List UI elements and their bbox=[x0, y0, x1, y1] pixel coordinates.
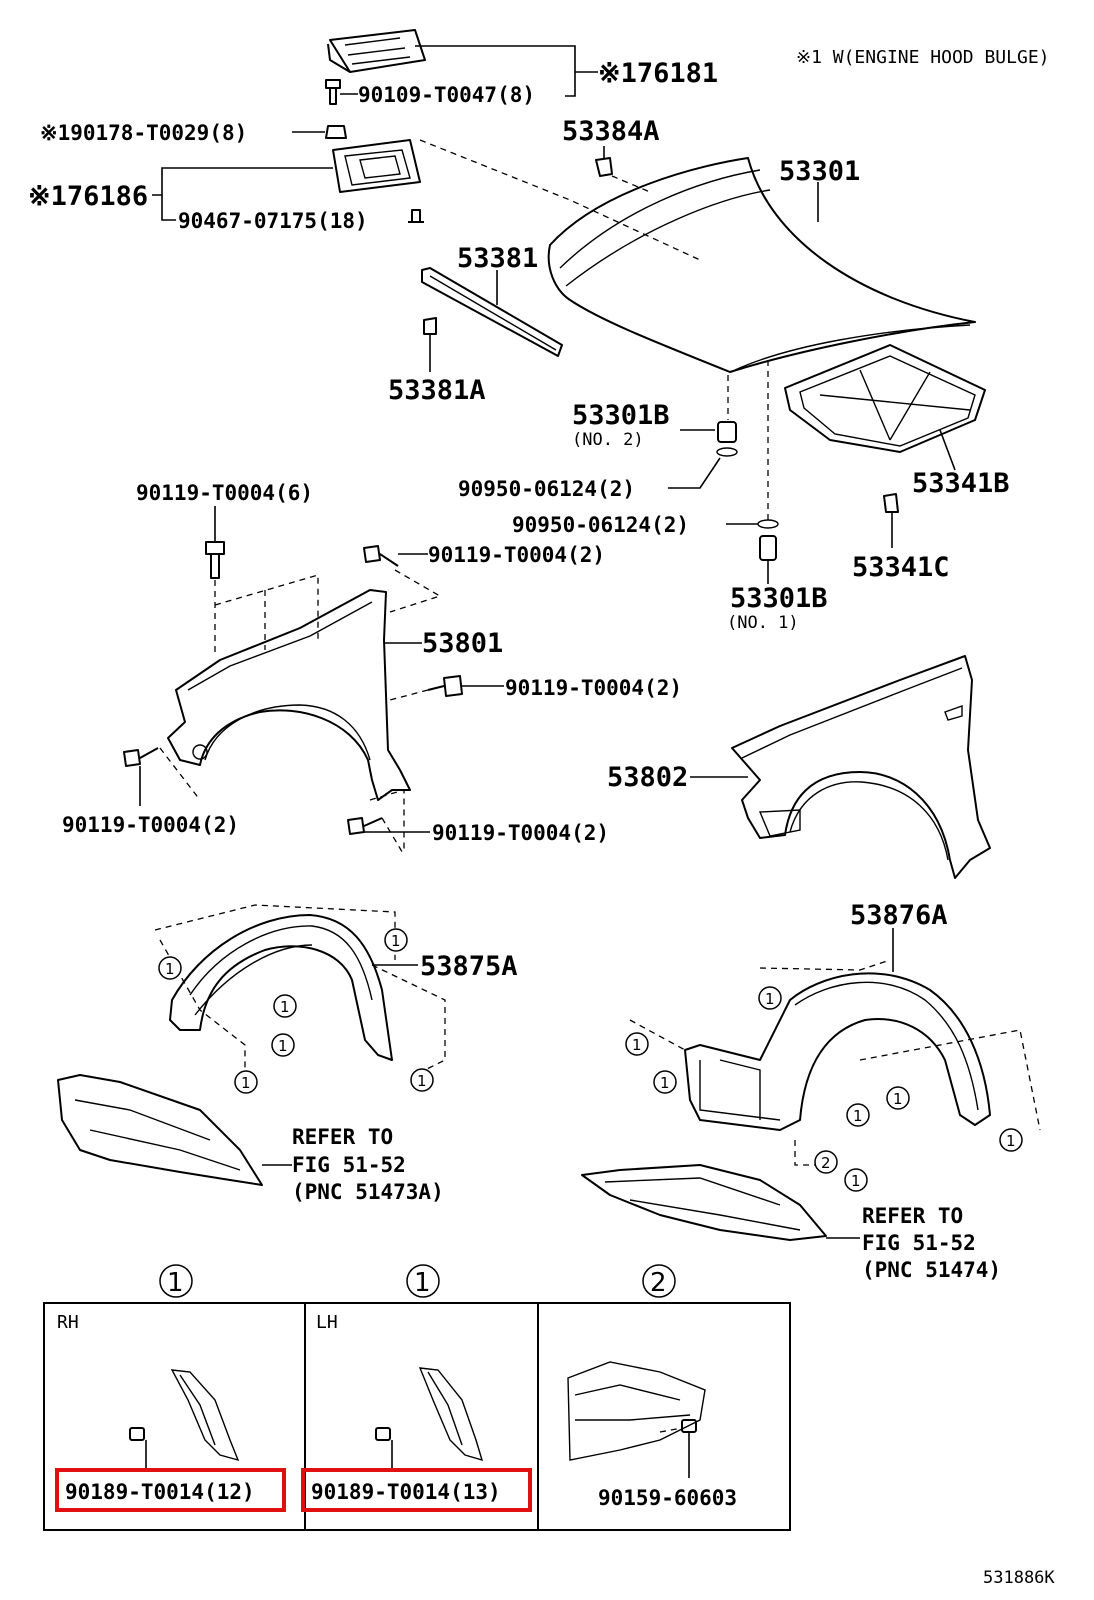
label-washer-b[interactable]: 90950-06124(2) bbox=[512, 513, 689, 537]
label-cushion-no2[interactable]: 53301B bbox=[572, 400, 670, 431]
svg-text:2: 2 bbox=[650, 1268, 667, 1298]
liner-rh-callouts: 1 1 1 1 1 1 bbox=[158, 928, 434, 1094]
liner-lh-callouts: 1 1 1 1 1 1 2 1 bbox=[625, 986, 1023, 1192]
detail-box bbox=[43, 1302, 791, 1531]
svg-text:1: 1 bbox=[414, 1268, 431, 1298]
label-bolt-rear-mid[interactable]: 90119-T0004(2) bbox=[505, 676, 682, 700]
bulge-seal-drawing bbox=[332, 139, 421, 193]
label-cushion-no1[interactable]: 53301B bbox=[730, 583, 828, 614]
label-detail-lh-part[interactable]: 90189-T0014(13) bbox=[311, 1480, 501, 1504]
splash-shield-rh-drawing bbox=[57, 1074, 263, 1186]
svg-text:1: 1 bbox=[1006, 1132, 1016, 1150]
label-insulator-clip[interactable]: 53341C bbox=[852, 552, 950, 583]
hood-drawing bbox=[547, 157, 976, 373]
label-washer-a[interactable]: 90950-06124(2) bbox=[458, 477, 635, 501]
clip-icon bbox=[325, 125, 347, 139]
svg-text:1: 1 bbox=[165, 960, 175, 978]
washer-b-icon bbox=[757, 519, 779, 529]
svg-text:1: 1 bbox=[417, 1072, 427, 1090]
label-screw-bulge[interactable]: 90109-T0047(8) bbox=[358, 83, 535, 107]
refer-rh-line2[interactable]: FIG 51-52 bbox=[292, 1153, 406, 1177]
label-bolt-top[interactable]: 90119-T0004(6) bbox=[136, 481, 313, 505]
label-liner-rh[interactable]: 53875A bbox=[420, 951, 518, 982]
label-hood-clip[interactable]: 53384A bbox=[562, 116, 660, 147]
detail-clip-drawing bbox=[567, 1361, 706, 1478]
label-insulator[interactable]: 53341B bbox=[912, 468, 1010, 499]
seal-strip-drawing bbox=[421, 267, 563, 357]
label-rivet-bulge[interactable]: 90467-07175(18) bbox=[178, 209, 368, 233]
liner-rh-drawing bbox=[169, 914, 393, 1061]
highlight-rh-part bbox=[55, 1468, 286, 1512]
hood-clip-icon bbox=[595, 157, 613, 177]
bolt-front-low-icon bbox=[123, 747, 159, 767]
refer-lh-line1: REFER TO bbox=[862, 1204, 963, 1228]
detail-lh-label: LH bbox=[316, 1312, 338, 1333]
cushion-no2-icon bbox=[716, 421, 738, 457]
insulator-clip-icon bbox=[883, 493, 899, 513]
label-cushion-no2-sub: (NO. 2) bbox=[572, 430, 644, 450]
rivet-icon bbox=[408, 209, 424, 223]
fender-lh-drawing bbox=[731, 655, 991, 879]
svg-text:1: 1 bbox=[765, 990, 775, 1008]
highlight-lh-part bbox=[301, 1468, 532, 1512]
splash-shield-lh-drawing bbox=[581, 1164, 827, 1241]
label-fender-lh[interactable]: 53802 bbox=[607, 762, 688, 793]
hood-bulge-drawing bbox=[327, 29, 426, 73]
liner-lh-drawing bbox=[684, 972, 991, 1131]
svg-text:1: 1 bbox=[851, 1172, 861, 1190]
svg-text:2: 2 bbox=[821, 1154, 831, 1172]
screw-icon bbox=[325, 79, 341, 105]
label-bolt-rear-top[interactable]: 90119-T0004(2) bbox=[428, 543, 605, 567]
label-detail-rh-part[interactable]: 90189-T0014(12) bbox=[65, 1480, 255, 1504]
bolt-top-icon bbox=[205, 541, 225, 579]
svg-text:1: 1 bbox=[167, 1268, 184, 1298]
label-seal-strip[interactable]: 53381 bbox=[457, 243, 538, 274]
label-hood[interactable]: 53301 bbox=[779, 156, 860, 187]
detail-col3-marker: 2 bbox=[642, 1264, 676, 1298]
svg-text:1: 1 bbox=[853, 1107, 863, 1125]
label-fender-rh[interactable]: 53801 bbox=[422, 628, 503, 659]
bulge-note: ※1 W(ENGINE HOOD BULGE) bbox=[796, 47, 1050, 68]
svg-text:1: 1 bbox=[893, 1090, 903, 1108]
label-bolt-front-low[interactable]: 90119-T0004(2) bbox=[62, 813, 239, 837]
svg-text:1: 1 bbox=[278, 1037, 288, 1055]
label-clip-bulge[interactable]: ※190178-T0029(8) bbox=[40, 121, 247, 145]
svg-text:1: 1 bbox=[241, 1074, 251, 1092]
detail-lh-drawing bbox=[375, 1367, 484, 1470]
refer-lh-line3: (PNC 51474) bbox=[862, 1258, 1001, 1282]
refer-lh-line2[interactable]: FIG 51-52 bbox=[862, 1231, 976, 1255]
bolt-rear-top-icon bbox=[363, 545, 399, 567]
label-cushion-no1-sub: (NO. 1) bbox=[727, 613, 799, 633]
label-detail-clip-part[interactable]: 90159-60603 bbox=[598, 1486, 737, 1510]
svg-text:1: 1 bbox=[660, 1074, 670, 1092]
detail-col2-marker: 1 bbox=[406, 1264, 440, 1298]
svg-text:1: 1 bbox=[391, 932, 401, 950]
label-hood-bulge[interactable]: ※176181 bbox=[598, 58, 718, 89]
refer-rh-line3: (PNC 51473A) bbox=[292, 1180, 444, 1204]
svg-text:1: 1 bbox=[280, 998, 290, 1016]
cushion-no1-icon bbox=[759, 535, 777, 561]
detail-col1-marker: 1 bbox=[159, 1264, 193, 1298]
label-liner-lh[interactable]: 53876A bbox=[850, 900, 948, 931]
label-bolt-rear-low[interactable]: 90119-T0004(2) bbox=[432, 821, 609, 845]
insulator-drawing bbox=[784, 344, 986, 453]
bolt-rear-mid-icon bbox=[427, 675, 463, 697]
label-strip-clip[interactable]: 53381A bbox=[388, 375, 486, 406]
ref-code: 531886K bbox=[983, 1568, 1055, 1588]
strip-clip-icon bbox=[423, 317, 437, 335]
refer-rh-line1: REFER TO bbox=[292, 1125, 393, 1149]
fender-rh-drawing bbox=[167, 589, 411, 801]
detail-rh-label: RH bbox=[57, 1312, 79, 1333]
label-bulge-seal[interactable]: ※176186 bbox=[28, 181, 148, 212]
detail-rh-drawing bbox=[129, 1369, 240, 1470]
svg-text:1: 1 bbox=[632, 1036, 642, 1054]
